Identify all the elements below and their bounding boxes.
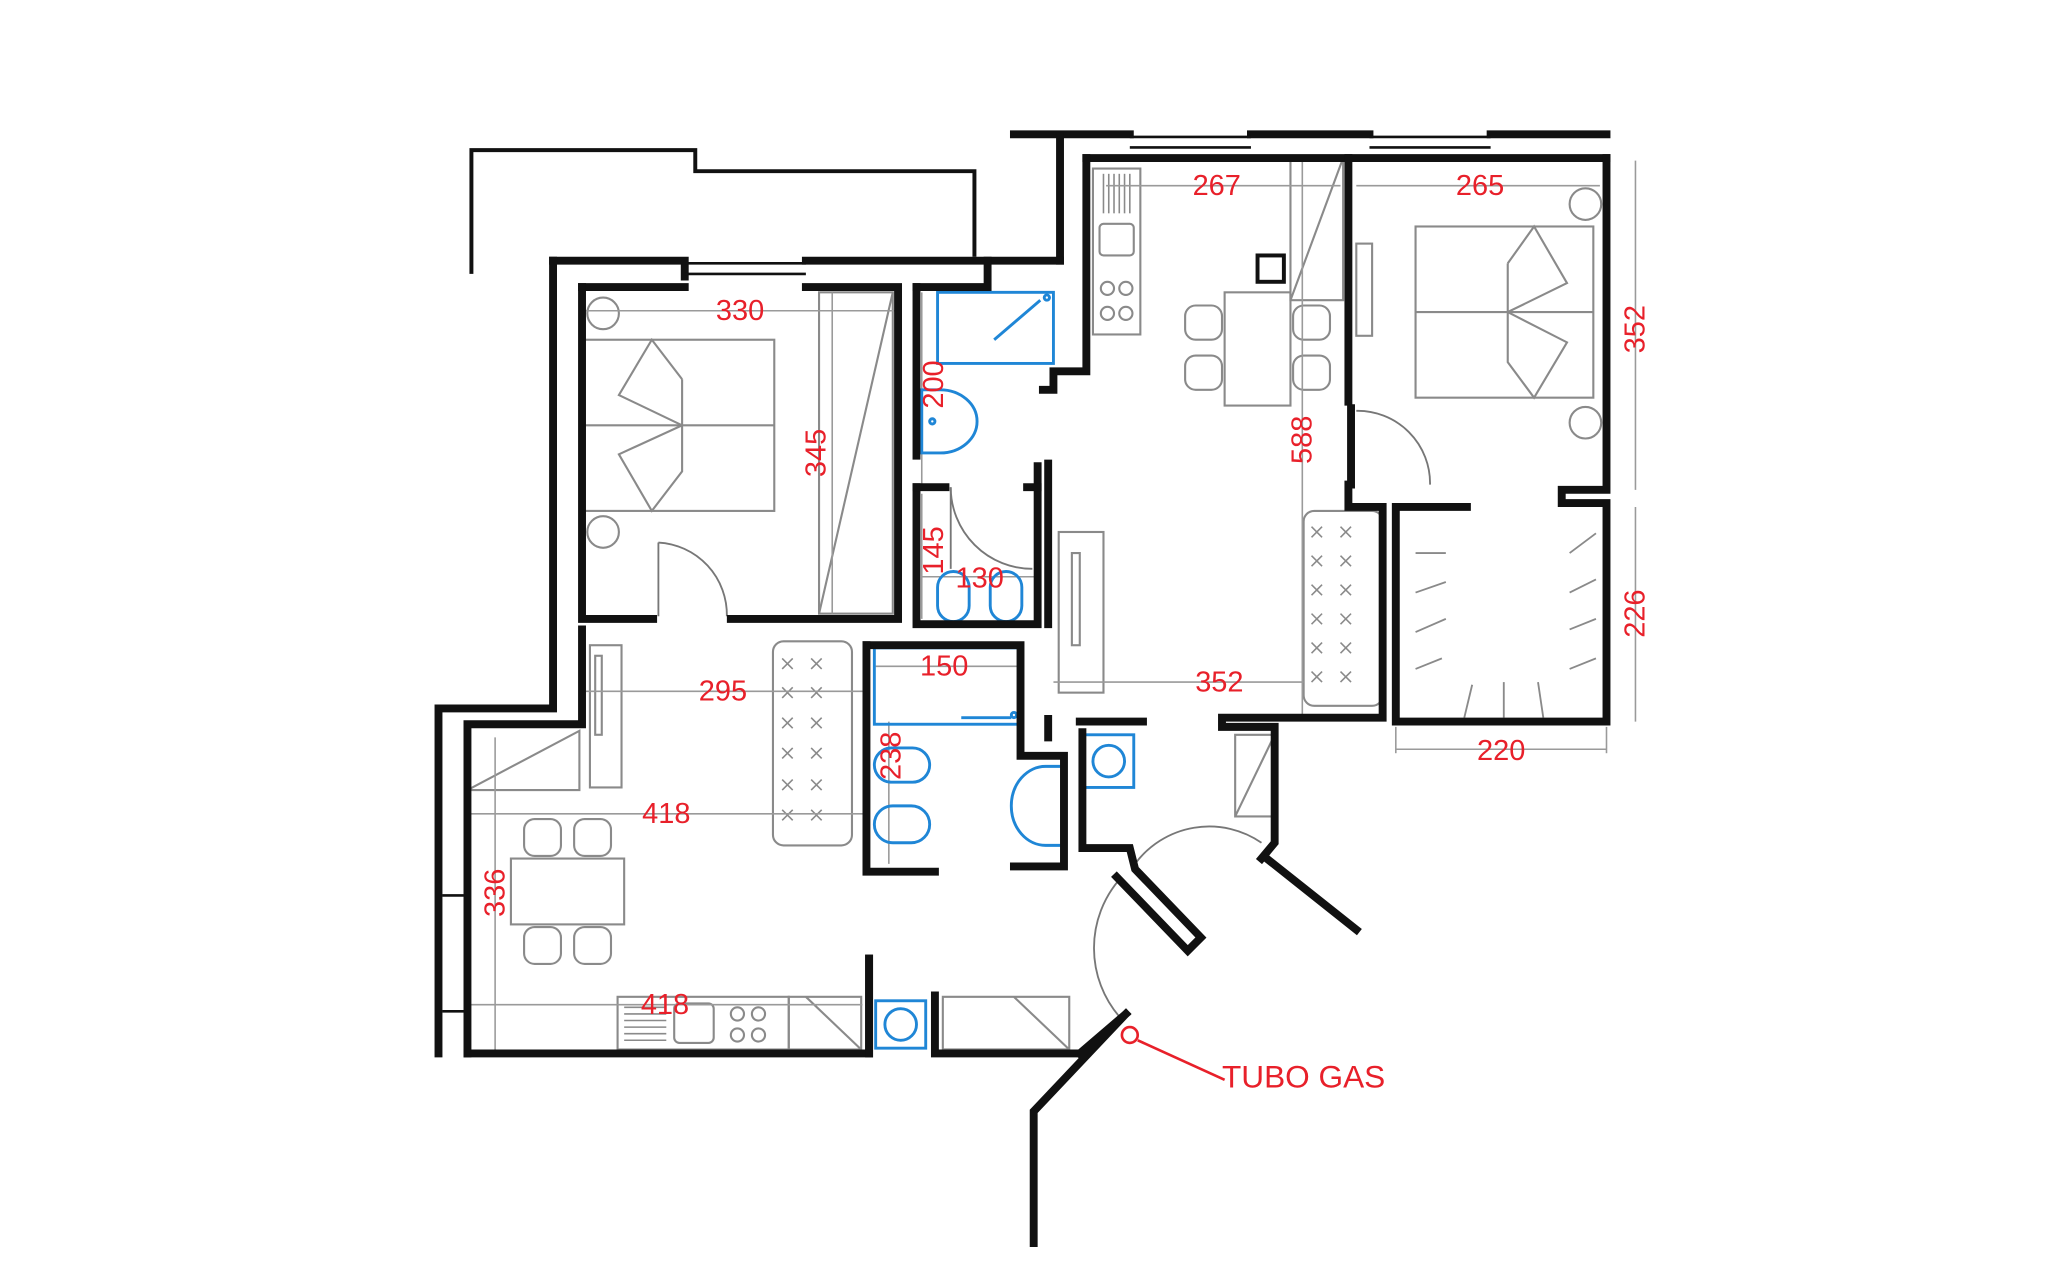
dim-living-left-width: 295 [699, 676, 747, 708]
dim-bedroom-left-width: 330 [716, 295, 764, 327]
dimension-lines [467, 158, 1637, 1051]
dim-wc-upper-length: 145 [918, 526, 950, 574]
wardrobe-left [817, 291, 894, 615]
dim-bedroom-left-length: 345 [801, 429, 833, 477]
sink-lower-icon [1009, 764, 1066, 847]
dim-kitchen-right-width: 267 [1193, 170, 1241, 202]
kitchen-right-counter [1091, 167, 1142, 336]
dim-closet-width: 220 [1477, 735, 1525, 767]
dim-kitchen-left-counter: 418 [641, 989, 689, 1021]
dim-bedroom-right-width: 265 [1456, 170, 1504, 202]
door-swings [657, 409, 1431, 1018]
double-bed-right [1414, 187, 1603, 440]
dim-living-lower-width: 352 [1195, 666, 1243, 698]
dimension-labels: 330 345 200 145 130 267 588 265 352 352 … [479, 170, 1651, 1095]
walk-in-closet [1415, 532, 1597, 718]
dim-bedroom-right-length: 352 [1620, 305, 1652, 353]
gas-pipe-label: TUBO GAS [1222, 1059, 1385, 1095]
walls [434, 130, 1611, 1248]
sofa-right [1302, 509, 1384, 707]
sofa-left [771, 640, 854, 847]
kitchen-left-counter [616, 995, 863, 1051]
dining-table-left [509, 817, 626, 965]
double-bed-left [582, 296, 776, 549]
dim-kitchen-left-length: 336 [479, 869, 511, 917]
dim-closet-length: 226 [1620, 589, 1652, 637]
dim-bath-lower-width: 150 [920, 651, 968, 683]
dim-wc-upper-width: 130 [956, 562, 1004, 594]
dim-kitchen-right-length: 588 [1287, 416, 1319, 464]
dim-kitchen-left-width: 418 [642, 798, 690, 830]
dining-table-right [1184, 291, 1332, 407]
dim-bath-upper-length: 200 [918, 360, 950, 408]
gas-pipe-marker [1120, 1025, 1226, 1081]
sink-upper-icon [920, 388, 979, 455]
dim-bath-lower-length: 238 [876, 732, 908, 780]
